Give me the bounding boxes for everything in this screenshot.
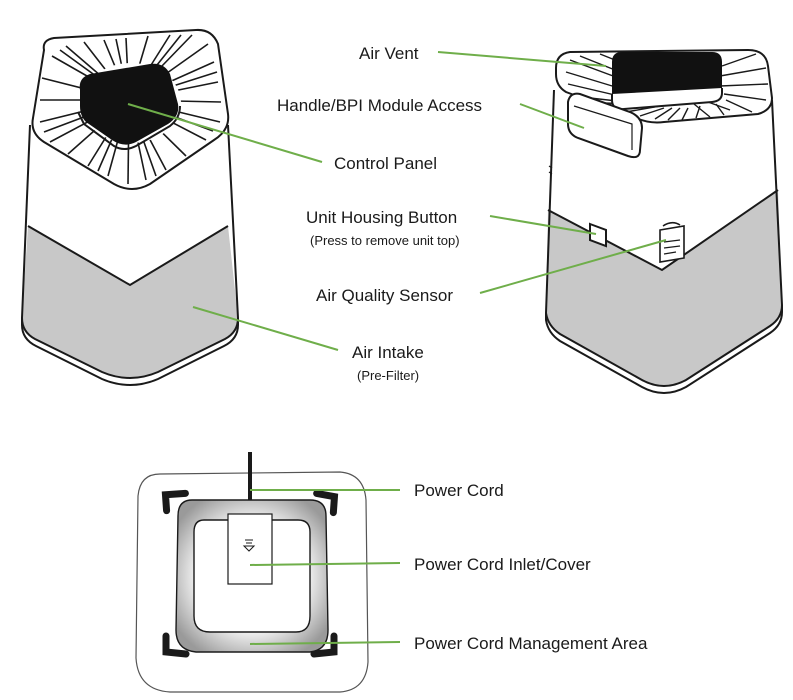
leader-handle xyxy=(519,103,585,129)
leader-control-panel xyxy=(127,103,323,163)
leader-management xyxy=(249,641,401,645)
label-handle-bpi-module-access: Handle/BPI Module Access xyxy=(277,96,482,115)
label-air-quality-sensor: Air Quality Sensor xyxy=(316,286,453,305)
leader-lines xyxy=(127,51,667,645)
leader-housing-button xyxy=(489,215,597,235)
air-quality-sensor xyxy=(659,221,685,263)
unit-housing-button xyxy=(589,222,607,248)
power-cord-inlet-cover xyxy=(227,513,273,585)
bottom-unit xyxy=(135,452,369,693)
leader-sensor xyxy=(479,239,667,294)
label-power-cord: Power Cord xyxy=(414,481,504,500)
label-air-intake-note: (Pre-Filter) xyxy=(357,368,419,383)
leader-air-vent xyxy=(437,51,607,67)
label-unit-housing-button: Unit Housing Button xyxy=(306,208,457,227)
leader-inlet xyxy=(249,562,401,566)
leader-air-intake xyxy=(192,306,339,351)
label-power-cord-inlet-cover: Power Cord Inlet/Cover xyxy=(414,555,591,574)
labels: Air Vent Handle/BPI Module Access Contro… xyxy=(277,44,648,653)
label-power-cord-management-area: Power Cord Management Area xyxy=(414,634,648,653)
label-unit-housing-button-note: (Press to remove unit top) xyxy=(310,233,460,248)
label-air-intake: Air Intake xyxy=(352,343,424,362)
rear-unit xyxy=(544,48,784,394)
front-unit xyxy=(20,28,240,386)
label-control-panel: Control Panel xyxy=(334,154,437,173)
label-air-vent: Air Vent xyxy=(359,44,419,63)
